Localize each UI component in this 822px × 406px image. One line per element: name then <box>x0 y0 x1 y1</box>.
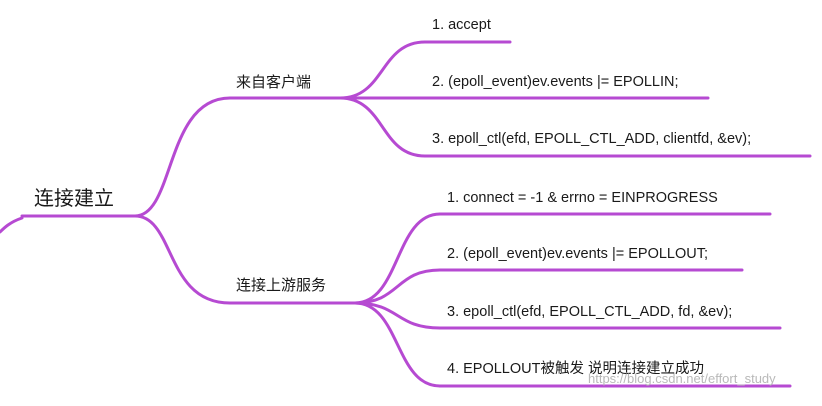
edge-branch-1-item-1 <box>338 40 427 100</box>
leaf-epoll-ctl-fd: 3. epoll_ctl(efd, EPOLL_CTL_ADD, fd, &ev… <box>447 304 732 320</box>
edge-branch-2-item-1 <box>353 212 442 305</box>
edge-root-to-branch-1 <box>133 96 232 218</box>
root-node-label: 连接建立 <box>34 187 114 210</box>
leaf-connect-einprogress: 1. connect = -1 & errno = EINPROGRESS <box>447 190 718 206</box>
leaf-accept: 1. accept <box>432 17 491 33</box>
leaf-epollout: 2. (epoll_event)ev.events |= EPOLLOUT; <box>447 246 708 262</box>
leaf-epollout-triggered: 4. EPOLLOUT被触发 说明连接建立成功 <box>447 360 704 377</box>
edge-branch-2-item-2 <box>353 268 442 305</box>
leaf-epollin: 2. (epoll_event)ev.events |= EPOLLIN; <box>432 74 679 90</box>
leaf-epoll-ctl-client: 3. epoll_ctl(efd, EPOLL_CTL_ADD, clientf… <box>432 131 751 147</box>
branch-label-upstream: 连接上游服务 <box>236 277 326 294</box>
edge-root-to-branch-2 <box>133 214 232 305</box>
edge-branch-1-item-3 <box>338 96 427 158</box>
branch-label-from-client: 来自客户端 <box>236 74 311 91</box>
watermark-text: https://blog.csdn.net/effort_study <box>588 371 776 386</box>
edge-branch-2-item-4 <box>353 301 442 388</box>
root-in-edge <box>0 216 24 234</box>
edge-branch-2-item-3 <box>353 301 442 330</box>
